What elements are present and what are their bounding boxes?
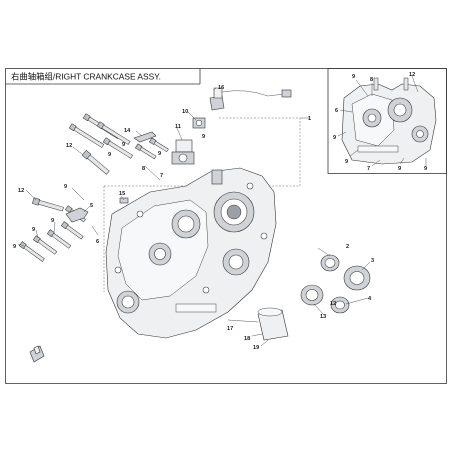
- callout-4: 4: [368, 296, 372, 302]
- callout-9e: 9: [158, 151, 161, 157]
- engine-inset: [337, 75, 437, 167]
- callout-9b: 9: [13, 244, 16, 250]
- callout-9f: 9: [122, 142, 125, 148]
- inset-callout: 8: [370, 77, 373, 83]
- callout-19: 19: [253, 345, 259, 351]
- callout-8: 8: [142, 166, 145, 172]
- crankcase-housing: [105, 167, 277, 339]
- callout-2: 2: [346, 244, 349, 250]
- clip-part-14: [133, 131, 157, 143]
- inset-callout: 7: [367, 166, 370, 172]
- callout-9c: 9: [32, 227, 35, 233]
- inset-callout: 9: [333, 135, 336, 141]
- callout-13: 13: [320, 314, 326, 320]
- bolt-group-left: [18, 197, 86, 262]
- callout-10: 10: [182, 109, 188, 115]
- callout-3: 3: [371, 258, 374, 264]
- callout-14: 14: [124, 128, 131, 134]
- leader-lines: [17, 87, 371, 347]
- sensor-assembly: [171, 87, 292, 165]
- callout-9h: 9: [108, 152, 111, 158]
- inset-callout: 9: [398, 166, 401, 172]
- inset-callout: 6: [335, 108, 338, 114]
- sleeve-part-17: [257, 307, 289, 341]
- inset-callout: 9: [424, 166, 427, 172]
- callout-16: 16: [218, 85, 224, 91]
- callout-1: 1: [308, 116, 311, 122]
- bolt-group-upper: [68, 113, 169, 175]
- bracket-part-6: [65, 207, 89, 223]
- inset-callout: 9: [345, 159, 348, 165]
- front-arrow-icon: [29, 345, 45, 363]
- diagram-frame: [5, 68, 447, 384]
- diagram-title: 右曲轴箱组/RIGHT CRANKCASE ASSY.: [11, 72, 161, 82]
- inset-callout: 12: [409, 72, 415, 78]
- callout-9: 9: [64, 184, 67, 190]
- callout-12b: 12: [18, 188, 24, 194]
- callout-11: 11: [175, 124, 181, 130]
- callout-9d: 9: [51, 218, 54, 224]
- callout-6: 6: [96, 239, 99, 245]
- callout-7: 7: [160, 173, 163, 179]
- callout-5: 5: [90, 203, 93, 209]
- dowel-pin-15: [119, 197, 129, 204]
- callout-12: 12: [66, 143, 72, 149]
- callout-17: 17: [227, 326, 233, 332]
- callout-9g: 9: [202, 134, 205, 140]
- inset-frame: [327, 68, 447, 174]
- callout-12c: 12: [330, 301, 336, 307]
- callout-15: 15: [119, 191, 125, 197]
- callout-18: 18: [244, 336, 250, 342]
- seals-and-bearings: [300, 254, 371, 314]
- inset-callout: 9: [352, 74, 355, 80]
